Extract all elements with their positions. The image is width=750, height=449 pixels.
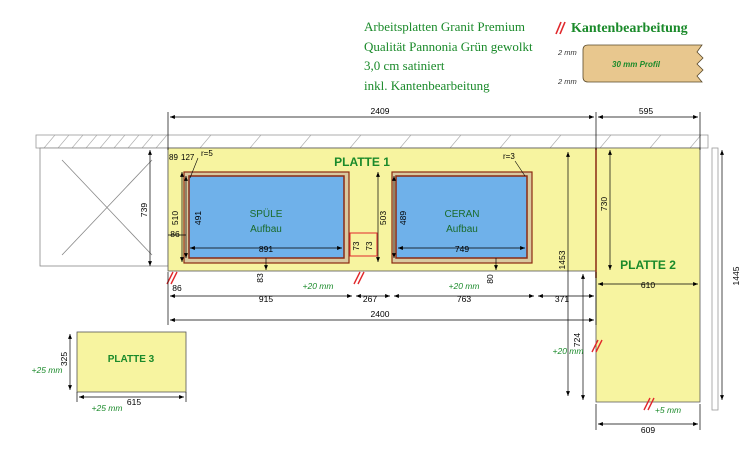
dim-off-89: 89: [169, 153, 178, 162]
dim-plus5: +5 mm: [655, 405, 681, 415]
edge-profile-shape: [582, 44, 704, 83]
dim-w-267: 267: [363, 294, 377, 304]
dim-v-1453: 1453: [557, 250, 567, 269]
dim-plus20-c: +20 mm: [553, 346, 584, 356]
dim-plus20-a: +20 mm: [303, 281, 334, 291]
sink-title: SPÜLE: [250, 208, 283, 220]
plate-2: [595, 147, 701, 403]
dim-ceran-w: 749: [455, 244, 469, 254]
tap-hole-dim-b: 73: [365, 241, 374, 250]
dim-left-86-top: 86: [170, 229, 180, 239]
plate3-dim-325: 325: [59, 352, 69, 366]
dim-top-p1: 2409: [371, 106, 390, 116]
dim-w-609: 609: [641, 425, 655, 435]
edge-profile-label: 30 mm Profil: [612, 60, 661, 69]
dim-v-83: 83: [255, 273, 265, 283]
plate3-plus25-left: +25 mm: [32, 365, 63, 375]
dimension-texts: 2409 595 739 89 127 510 491 86 86 891 83…: [32, 106, 741, 435]
sink-radius: r=5: [201, 149, 213, 158]
dim-off-127: 127: [181, 153, 195, 162]
ceran-cutout: [395, 175, 528, 259]
appliance-cross-b: [61, 159, 153, 256]
plate-1-label: PLATTE 1: [334, 155, 390, 169]
edge-top-mm: 2 mm: [557, 48, 577, 57]
plate3-dim-615: 615: [127, 397, 141, 407]
dim-v-1445: 1445: [731, 266, 741, 285]
edge-bottom-mm: 2 mm: [557, 77, 577, 86]
dim-plus20-b: +20 mm: [449, 281, 480, 291]
plate3-plus25-bottom: +25 mm: [92, 403, 123, 413]
header-block: Arbeitsplatten Granit Premium Qualität P…: [364, 17, 533, 95]
wall-strip: [35, 134, 709, 149]
dim-w-610: 610: [641, 280, 655, 290]
ceran-radius-leader: [514, 160, 526, 177]
ceran-radius: r=3: [503, 152, 515, 161]
ceran-subtitle: Aufbau: [446, 224, 478, 235]
header-line-thickness: 3,0 cm satiniert: [364, 58, 445, 73]
dim-v-489: 489: [398, 211, 408, 225]
dimension-lines: [68, 112, 724, 430]
tap-hole-dim-a: 73: [352, 241, 361, 250]
dim-w-915: 915: [259, 294, 273, 304]
dim-w-371: 371: [555, 294, 569, 304]
dim-v-730: 730: [599, 197, 609, 211]
edge-markers: [166, 271, 655, 411]
header-line-quality: Qualität Pannonia Grün gewolkt: [364, 38, 533, 54]
ceran-title: CERAN: [444, 209, 479, 220]
plate-2-label: PLATTE 2: [620, 258, 676, 272]
header-line-material: Arbeitsplatten Granit Premium: [364, 19, 526, 34]
plate-3-label: PLATTE 3: [108, 354, 155, 365]
dim-v-491: 491: [193, 211, 203, 225]
dim-left-739: 739: [139, 203, 149, 217]
dim-top-p2: 595: [639, 106, 653, 116]
dim-v-510: 510: [170, 211, 180, 225]
edge-marker-icon: [555, 21, 566, 35]
sink-subtitle: Aufbau: [250, 224, 282, 235]
dim-sink-w: 891: [259, 244, 273, 254]
dim-v-724: 724: [572, 333, 582, 347]
edge-legend-title: Kantenbearbeitung: [571, 21, 688, 36]
wall-hatch: [43, 134, 702, 149]
dim-v-503: 503: [378, 211, 388, 225]
appliance-box: [39, 147, 169, 267]
sink-cutout: [188, 175, 345, 259]
plate-3: [76, 331, 187, 393]
sink-radius-leader: [189, 157, 199, 179]
dim-v-80: 80: [485, 274, 495, 284]
dim-total-2400: 2400: [371, 309, 390, 319]
right-wall: [711, 147, 719, 411]
dim-left-86-bottom: 86: [172, 283, 182, 293]
dim-w-763: 763: [457, 294, 471, 304]
header-line-edges: inkl. Kantenbearbeitung: [364, 77, 490, 93]
